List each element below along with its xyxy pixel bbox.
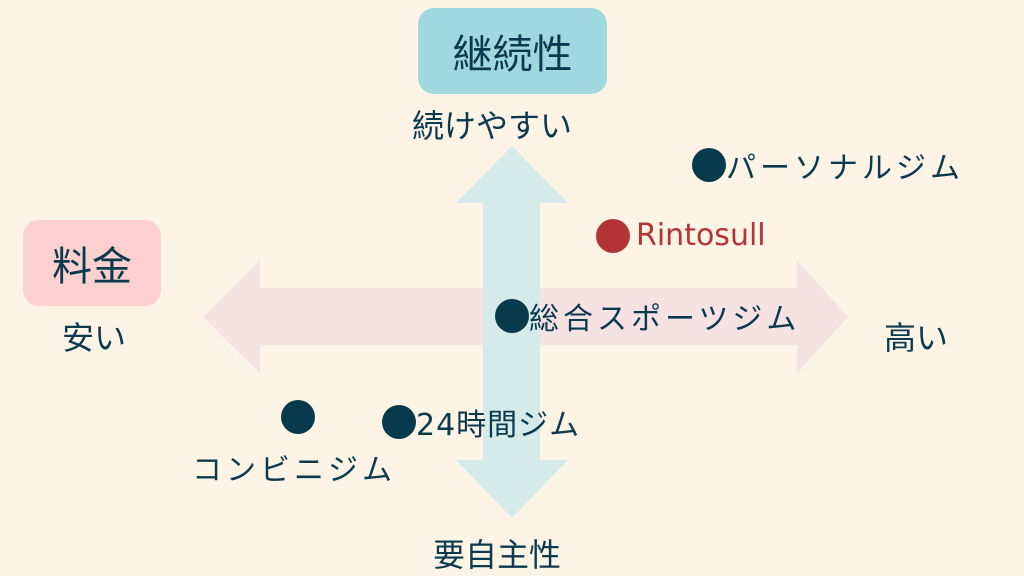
point-label-convenience-gym: コンビニジム: [192, 453, 396, 488]
point-marker: [692, 148, 726, 182]
point-general-sports-gym: 総合スポーツジム: [495, 294, 800, 338]
point-rintosull: Rintosull: [596, 218, 766, 253]
point-label: 24時間ジム: [416, 408, 581, 443]
price-axis-badge: 料金: [23, 220, 161, 306]
bottom-label-requires-self-discipline: 要自主性: [433, 536, 562, 574]
point-24h-gym: 24時間ジム: [382, 400, 580, 444]
point-label: パーソナルジム: [726, 151, 964, 186]
point-marker: [495, 299, 529, 333]
continuity-axis-title: 継続性: [452, 32, 573, 78]
right-label-expensive: 高い: [884, 319, 949, 357]
point-label: Rintosull: [636, 218, 766, 253]
point-marker-convenience-gym: [281, 400, 315, 434]
point-marker: [382, 405, 416, 439]
continuity-axis-badge: 継続性: [418, 8, 607, 94]
point-label: 総合スポーツジム: [529, 302, 801, 337]
point-personal-gym: パーソナルジム: [692, 143, 964, 187]
top-label-easy-to-continue: 続けやすい: [412, 107, 573, 145]
left-label-cheap: 安い: [62, 319, 127, 357]
price-axis-title: 料金: [52, 244, 132, 290]
point-marker: [596, 218, 630, 253]
